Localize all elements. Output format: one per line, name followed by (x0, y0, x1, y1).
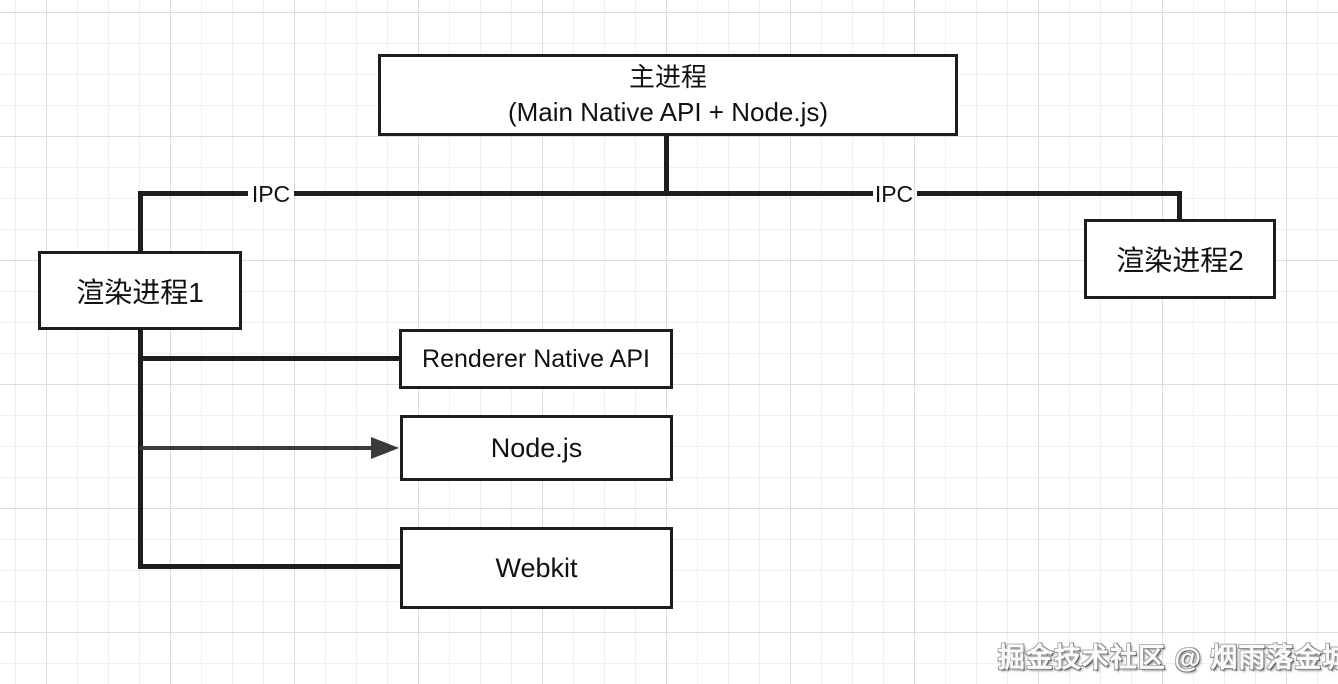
connector-trunk-to-nodejs (140, 446, 373, 450)
webkit-label: Webkit (495, 552, 578, 583)
node-webkit: Webkit (400, 527, 673, 609)
connector-trunk-to-webkit (138, 564, 402, 569)
connector-ipc-bus-left-segment (138, 191, 248, 196)
connector-ipc-bus-right-segment (917, 191, 1182, 196)
node-renderer-process-1: 渲染进程1 (38, 251, 242, 330)
nodejs-label: Node.js (490, 432, 583, 463)
main-process-title: 主进程 (628, 62, 707, 92)
edge-label-ipc-right: IPC (874, 181, 914, 207)
renderer-process-2-label: 渲染进程2 (1116, 245, 1244, 276)
connector-main-stem (664, 133, 669, 195)
node-renderer-native-api: Renderer Native API (399, 329, 673, 389)
node-nodejs: Node.js (400, 415, 673, 481)
watermark: 掘金技术社区 @ 烟雨落金城 (998, 643, 1338, 673)
connector-ipc-bus-middle-segment (294, 191, 873, 196)
connector-trunk-to-renderer-native-api (138, 356, 401, 361)
renderer-process-1-label: 渲染进程1 (76, 276, 204, 308)
arrowhead-to-nodejs-icon (371, 437, 399, 459)
renderer-native-api-label: Renderer Native API (422, 344, 650, 373)
node-main-process: 主进程 (Main Native API + Node.js) (378, 54, 958, 136)
node-renderer-process-2: 渲染进程2 (1084, 219, 1276, 299)
main-process-subtitle: (Main Native API + Node.js) (507, 97, 829, 127)
edge-label-ipc-left: IPC (251, 181, 291, 207)
connector-drop-renderer1 (138, 191, 143, 253)
connector-drop-renderer2 (1177, 191, 1182, 222)
